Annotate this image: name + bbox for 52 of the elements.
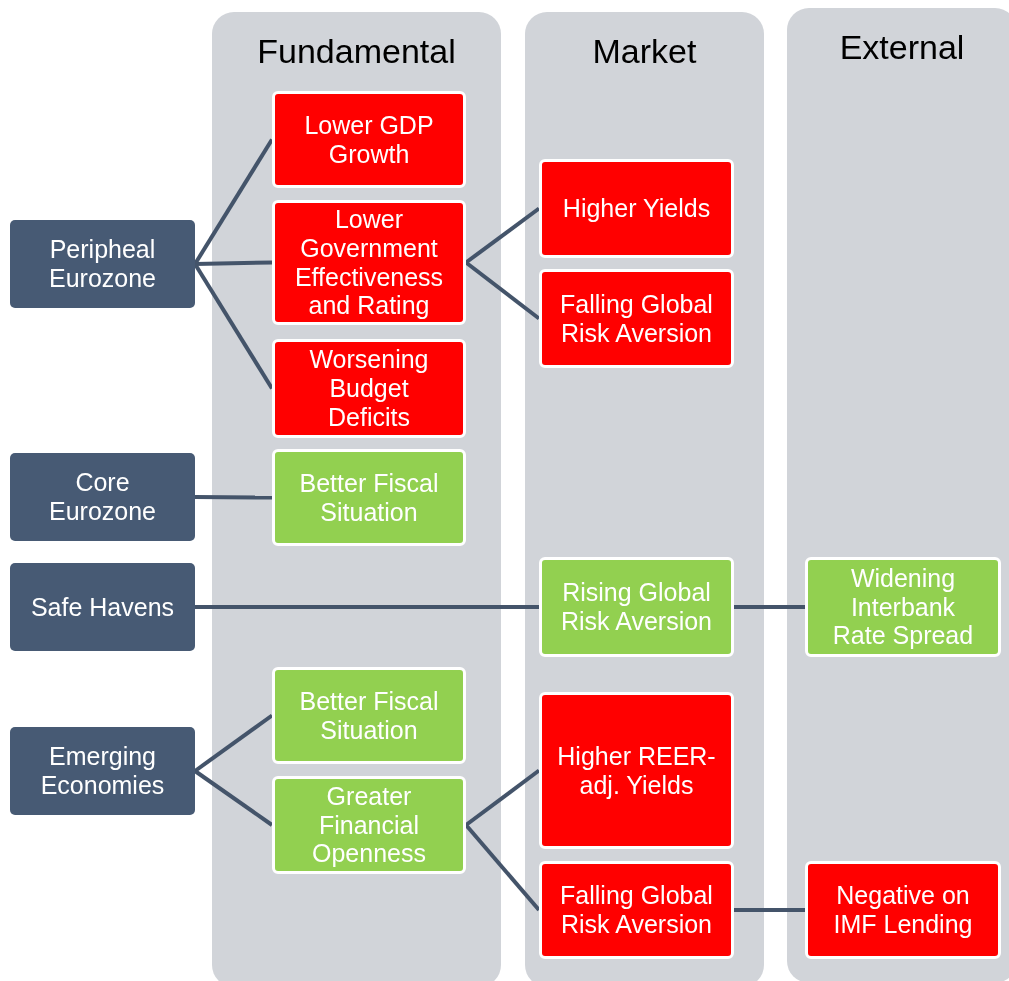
box-label: Lower Government Effectiveness and Rating [293,205,445,320]
column-band [212,12,501,981]
box-label: Rising Global Risk Aversion [560,578,713,636]
box-label: Peripheal Eurozone [48,235,157,293]
column-band [525,12,764,981]
column-heading: External [839,28,965,68]
connector-line [734,908,805,912]
factor-box [539,159,734,258]
box-label: Core Eurozone [48,468,157,526]
factor-box [272,91,466,188]
factor-box [539,557,734,657]
region-box [10,563,195,651]
connector-line [464,823,541,912]
connector-line [194,260,273,266]
connector-line [193,262,274,390]
connector-line [464,206,541,265]
connector-line [464,260,541,321]
box-label: Worsening Budget Deficits [308,345,430,432]
connector-line [193,769,274,827]
box-label: Negative on IMF Lending [832,881,974,939]
factor-box [272,200,466,325]
connector-line [193,713,274,773]
box-label: Higher REER-adj. Yields [556,741,717,800]
factor-box [805,557,1001,657]
box-label: Greater Financial Openness [311,781,427,869]
region-box [10,220,195,308]
factor-box [539,692,734,849]
factor-box [805,861,1001,959]
box-label: Better Fiscal Situation [298,686,440,745]
factor-box [272,667,466,764]
factor-box [539,861,734,959]
connector-line [464,768,541,827]
connector-line [195,605,539,609]
box-label: Safe Havens [30,592,175,622]
column-heading: Market [592,32,697,72]
box-label: Lower GDP Growth [303,110,435,169]
region-box [10,727,195,815]
connector-line [734,605,805,609]
factor-box [272,449,466,546]
region-box [10,453,195,541]
connector-line [195,495,272,500]
factor-box [539,269,734,368]
box-label: Better Fiscal Situation [298,468,440,527]
box-label: Widening Interbank Rate Spread [831,563,975,651]
box-label: Falling Global Risk Aversion [559,289,714,348]
box-label: Emerging Economies [39,742,166,800]
box-label: Higher Yields [562,194,711,223]
column-heading: Fundamental [257,32,456,72]
factor-box [272,776,466,874]
column-band [787,8,1009,981]
factor-box [272,339,466,438]
box-label: Falling Global Risk Aversion [559,881,714,939]
